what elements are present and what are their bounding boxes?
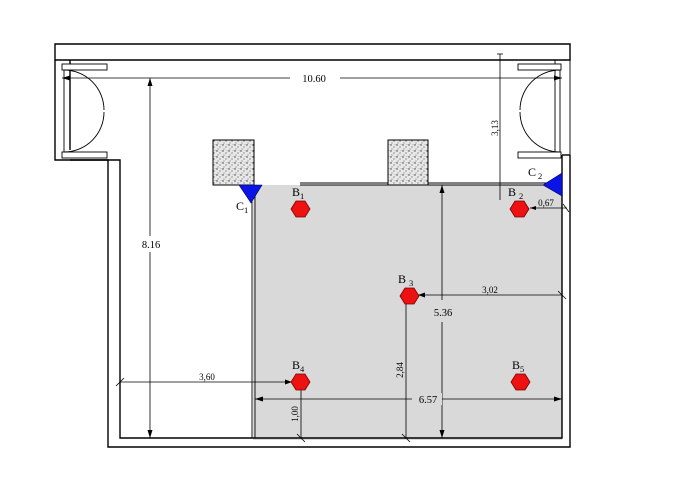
outer-walls <box>54 43 571 448</box>
svg-text:B4: B4 <box>292 358 305 374</box>
svg-text:B5: B5 <box>512 358 524 374</box>
dimension-lines <box>62 53 570 443</box>
right-door <box>517 63 562 159</box>
svg-text:B1: B1 <box>292 185 304 201</box>
dim-b3-to-wall: 3,02 <box>482 285 498 295</box>
left-door <box>61 63 108 159</box>
dim-b4-to-bottom: 1,00 <box>290 406 300 422</box>
sensor-b4: B4 <box>290 358 311 391</box>
pillar-left <box>212 139 255 186</box>
svg-text:C1: C1 <box>236 199 248 215</box>
svg-text:B3: B3 <box>398 272 413 288</box>
sensor-b1: B1 <box>290 185 311 218</box>
dim-b4-to-left-wall: 3,60 <box>199 372 215 382</box>
svg-text:C2: C2 <box>528 165 542 181</box>
dim-shaded-height: 5.36 <box>434 308 452 319</box>
svg-text:B2: B2 <box>508 185 523 201</box>
camera-c1: C1 <box>236 184 263 215</box>
dim-door-right-offset: 3,13 <box>490 120 500 136</box>
dim-overall-height: 8.16 <box>142 240 160 251</box>
pillar-right <box>387 139 429 186</box>
dim-overall-width: 10.60 <box>302 74 326 85</box>
dim-shaded-width: 6.57 <box>419 395 437 406</box>
sensor-b5: B5 <box>510 358 531 391</box>
dim-b2-to-wall: 0,67 <box>538 198 554 208</box>
dim-b3-to-bottom: 2,84 <box>395 362 405 378</box>
shaded-room-area <box>253 185 562 440</box>
